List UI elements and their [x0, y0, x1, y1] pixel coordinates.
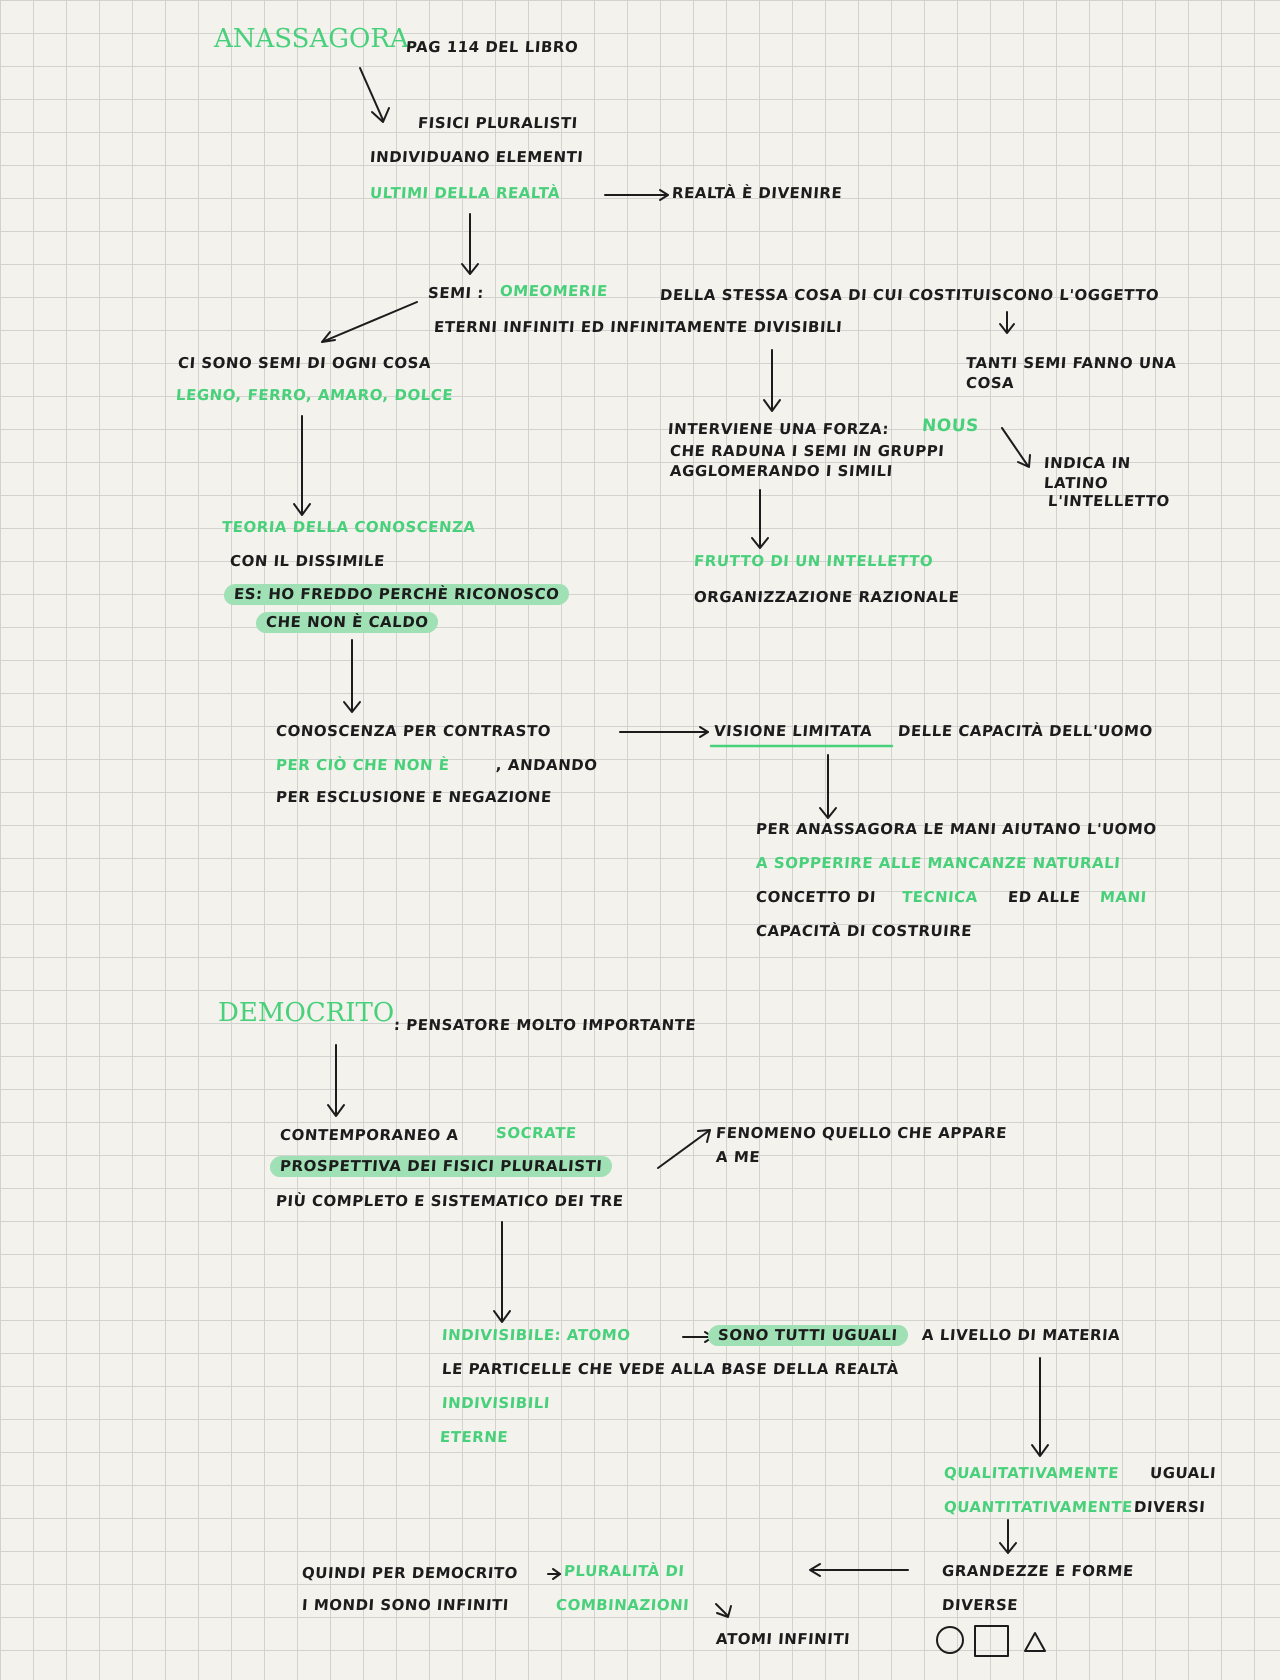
- arrow-icon: [493, 1221, 511, 1323]
- triangle-shape-icon: [1024, 1632, 1046, 1652]
- section-title-anassagora: ANASSAGORA: [214, 24, 409, 54]
- note-text-green: A SOPPERIRE ALLE MANCANZE NATURALI: [755, 854, 1121, 872]
- note-text: ORGANIZZAZIONE RAZIONALE: [693, 588, 960, 606]
- highlighted-note: CHE NON È CALDO: [255, 612, 440, 633]
- highlighted-note: SONO TUTTI UGUALI: [707, 1325, 909, 1346]
- arrow-icon: [809, 1563, 909, 1577]
- note-text-green: INDIVISIBILE: ATOMO: [441, 1326, 632, 1344]
- note-text-green: TECNICA: [901, 888, 979, 906]
- note-text: TANTI SEMI FANNO UNA: [965, 354, 1178, 372]
- highlighted-note: PROSPETTIVA DEI FISICI PLURALISTI: [269, 1156, 614, 1177]
- note-text-green: QUANTITATIVAMENTE: [943, 1498, 1134, 1516]
- note-text: INDIVIDUANO ELEMENTI: [369, 148, 584, 166]
- note-text-green: ULTIMI DELLA REALTÀ: [369, 184, 561, 202]
- note-text: INDICA IN: [1043, 454, 1132, 472]
- note-text-green: FRUTTO DI UN INTELLETTO: [693, 552, 934, 570]
- note-text-green: QUALITATIVAMENTE: [943, 1464, 1120, 1482]
- note-text: AGGLOMERANDO I SIMILI: [669, 462, 894, 480]
- note-text: CONOSCENZA PER CONTRASTO: [275, 722, 552, 740]
- note-text-green: TEORIA DELLA CONOSCENZA: [221, 518, 477, 536]
- note-text: DIVERSI: [1133, 1498, 1206, 1516]
- note-text: DELLA STESSA COSA DI CUI COSTITUISCONO L…: [659, 286, 1160, 304]
- arrow-icon: [547, 1568, 561, 1580]
- note-text: CAPACITÀ DI COSTRUIRE: [755, 922, 973, 940]
- note-text-green: INDIVISIBILI: [441, 1394, 551, 1412]
- note-text: DIVERSE: [941, 1596, 1019, 1614]
- note-text: PIÙ COMPLETO E SISTEMATICO DEI TRE: [275, 1192, 625, 1210]
- note-text: A ME: [715, 1148, 761, 1166]
- note-text: REALTÀ È DIVENIRE: [671, 184, 843, 202]
- note-text: LE PARTICELLE CHE VEDE ALLA BASE DELLA R…: [441, 1360, 900, 1378]
- circle-shape-icon: [936, 1626, 964, 1654]
- note-text: , ANDANDO: [495, 756, 599, 774]
- note-text: CHE RADUNA I SEMI IN GRUPPI: [669, 442, 945, 460]
- arrow-icon: [819, 754, 837, 819]
- arrow-icon: [604, 189, 669, 201]
- note-text-green: ETERNE: [439, 1428, 509, 1446]
- arrow-icon: [321, 301, 418, 343]
- note-text: L'INTELLETTO: [1047, 492, 1171, 510]
- arrow-icon: [1031, 1357, 1049, 1457]
- note-text: VISIONE LIMITATA: [713, 722, 873, 740]
- arrow-icon: [715, 1603, 732, 1618]
- note-text: ETERNI INFINITI ED INFINITAMENTE DIVISIB…: [433, 318, 843, 336]
- arrow-icon: [763, 349, 781, 412]
- note-text: COSA: [965, 374, 1015, 392]
- arrow-icon: [461, 213, 479, 275]
- arrow-icon: [657, 1129, 711, 1169]
- note-text: DELLE CAPACITÀ DELL'UOMO: [897, 722, 1154, 740]
- note-text-green: COMBINAZIONI: [555, 1596, 690, 1614]
- note-text-green: NOUS: [921, 416, 980, 436]
- note-text: FENOMENO QUELLO CHE APPARE: [715, 1124, 1008, 1142]
- note-text-green: PLURALITÀ DI: [563, 1562, 686, 1580]
- arrow-icon: [999, 1519, 1017, 1554]
- note-text: FISICI PLURALISTI: [417, 114, 579, 132]
- section-title-democrito: DEMOCRITO: [218, 998, 395, 1028]
- note-text: ED ALLE: [1007, 888, 1082, 906]
- note-text-green: MANI: [1099, 888, 1148, 906]
- arrow-icon: [343, 639, 361, 713]
- note-text: SEMI :: [427, 284, 485, 302]
- highlighted-note: ES: HO FREDDO PERCHÈ RICONOSCO: [223, 584, 571, 605]
- arrow-icon: [999, 311, 1015, 334]
- note-text: CON IL DISSIMILE: [229, 552, 386, 570]
- note-text: UGUALI: [1149, 1464, 1217, 1482]
- arrow-icon: [293, 415, 311, 516]
- note-text: I MONDI SONO INFINITI: [301, 1596, 510, 1614]
- note-text: INTERVIENE UNA FORZA:: [667, 420, 890, 438]
- note-text: CI SONO SEMI DI OGNI COSA: [177, 354, 432, 372]
- note-text: CONCETTO DI: [755, 888, 877, 906]
- note-text: A LIVELLO DI MATERIA: [921, 1326, 1121, 1344]
- note-text-green: PER CIÒ CHE NON È: [275, 756, 451, 774]
- note-text-green: LEGNO, FERRO, AMARO, DOLCE: [175, 386, 454, 404]
- note-text: : PENSATORE MOLTO IMPORTANTE: [393, 1016, 697, 1034]
- page-reference: PAG 114 DEL LIBRO: [405, 38, 579, 56]
- note-text: PER ESCLUSIONE E NEGAZIONE: [275, 788, 553, 806]
- arrow-icon: [327, 1044, 345, 1117]
- note-text-green: SOCRATE: [495, 1124, 578, 1142]
- note-text-green: OMEOMERIE: [499, 282, 609, 300]
- arrow-icon: [619, 726, 709, 738]
- note-text: QUINDI PER DEMOCRITO: [301, 1564, 519, 1582]
- note-text: CONTEMPORANEO A: [279, 1126, 460, 1144]
- arrow-icon: [751, 489, 769, 549]
- note-text: PER ANASSAGORA LE MANI AIUTANO L'UOMO: [755, 820, 1158, 838]
- note-text: GRANDEZZE E FORME: [941, 1562, 1135, 1580]
- note-text: ATOMI INFINITI: [715, 1630, 851, 1648]
- square-shape-icon: [974, 1625, 1009, 1657]
- arrow-icon: [359, 67, 390, 123]
- note-text: LATINO: [1043, 474, 1109, 492]
- arrow-icon: [1001, 427, 1031, 468]
